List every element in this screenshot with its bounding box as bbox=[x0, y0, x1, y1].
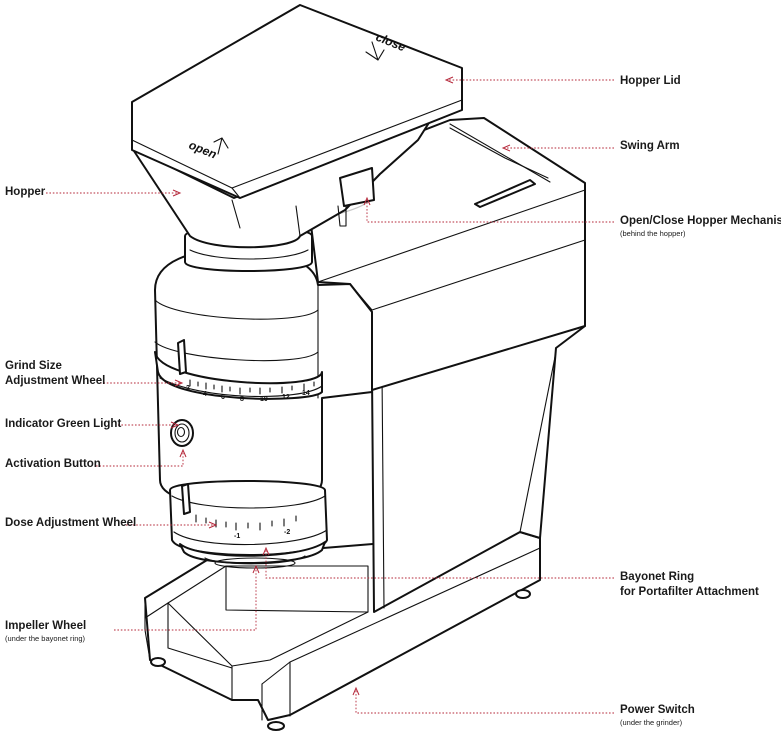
top-housing bbox=[304, 117, 586, 391]
grind-scale-14: 14 bbox=[302, 390, 310, 397]
dose-scale-minus-1: -1 bbox=[234, 533, 240, 540]
label-mechanism-note: (behind the hopper) bbox=[620, 229, 686, 238]
label-bayonet-line2: for Portafilter Attachment bbox=[620, 586, 759, 598]
label-mechanism: Open/Close Hopper Mechanism bbox=[620, 215, 781, 227]
label-power-switch: Power Switch bbox=[620, 704, 695, 716]
grind-scale-4: 4 bbox=[203, 391, 207, 398]
callout-labels: Hopper Lid Swing Arm Hopper Open/Close H… bbox=[5, 75, 781, 727]
close-arrow-icon bbox=[365, 41, 385, 61]
label-power-switch-note: (under the grinder) bbox=[620, 718, 683, 727]
activation-button[interactable] bbox=[170, 419, 194, 447]
label-impeller-note: (under the bayonet ring) bbox=[5, 634, 86, 643]
label-activation-button: Activation Button bbox=[5, 458, 101, 470]
dose-scale-minus-2: -2 bbox=[284, 529, 290, 536]
leader-lines bbox=[46, 76, 614, 714]
label-hopper: Hopper bbox=[5, 186, 46, 198]
open-arrow-icon bbox=[213, 137, 229, 155]
label-impeller: Impeller Wheel bbox=[5, 620, 86, 632]
label-grind-wheel-line2: Adjustment Wheel bbox=[5, 375, 105, 387]
grind-scale-labels: 2 4 6 8 10 12 14 bbox=[186, 385, 310, 403]
grind-scale-8: 8 bbox=[240, 396, 244, 403]
grind-scale-12: 12 bbox=[282, 394, 290, 401]
label-grind-wheel-line1: Grind Size bbox=[5, 360, 62, 372]
grind-scale-6: 6 bbox=[221, 394, 225, 401]
dose-wheel[interactable]: -1 -2 bbox=[195, 514, 297, 540]
label-dose-wheel: Dose Adjustment Wheel bbox=[5, 517, 136, 529]
lower-grinder bbox=[169, 480, 328, 556]
hopper-lid[interactable]: close open bbox=[131, 4, 463, 199]
label-swing-arm: Swing Arm bbox=[620, 140, 680, 152]
label-bayonet-line1: Bayonet Ring bbox=[620, 571, 694, 583]
motor-body bbox=[154, 248, 373, 507]
label-green-light: Indicator Green Light bbox=[5, 418, 121, 430]
grind-tick-marks bbox=[189, 379, 315, 395]
grind-size-wheel[interactable]: 2 4 6 8 10 12 14 bbox=[154, 339, 323, 403]
base-tray bbox=[144, 531, 541, 731]
label-hopper-lid: Hopper Lid bbox=[620, 75, 681, 87]
indicator-green-light bbox=[176, 426, 186, 438]
grind-scale-2: 2 bbox=[186, 385, 190, 392]
grind-scale-10: 10 bbox=[260, 396, 268, 403]
